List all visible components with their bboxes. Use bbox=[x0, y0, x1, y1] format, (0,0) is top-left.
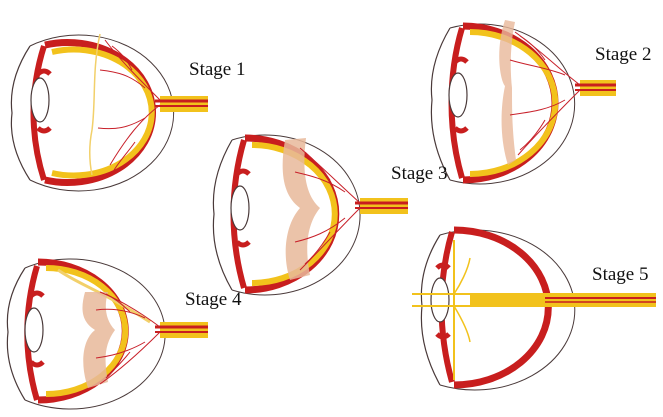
eye-stage-1 bbox=[11, 34, 208, 191]
stage-4-label: Stage 4 bbox=[185, 289, 242, 310]
stage-5-label: Stage 5 bbox=[592, 264, 648, 285]
stage-1-label: Stage 1 bbox=[189, 59, 245, 80]
eye-stage-3 bbox=[213, 135, 408, 295]
eye-stage-4 bbox=[7, 259, 208, 409]
eye-stage-2 bbox=[431, 20, 616, 184]
eye-stage-5 bbox=[412, 230, 656, 390]
stage-2-label: Stage 2 bbox=[595, 44, 651, 65]
stage-3-label: Stage 3 bbox=[391, 163, 447, 184]
